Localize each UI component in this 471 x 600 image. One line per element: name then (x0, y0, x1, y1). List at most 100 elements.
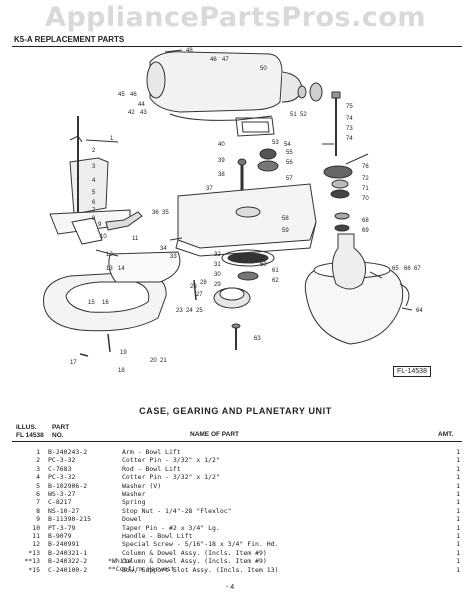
callout-label: 39 (218, 158, 225, 164)
callout-label: 46 (210, 57, 217, 63)
callout-label: 28 (200, 280, 207, 286)
callout-label: 60 (260, 262, 267, 268)
part-name-cell: Washer (V) (122, 481, 162, 490)
callout-label: 59 (282, 228, 289, 234)
part-name-cell: Cotter Pin - 3/32" x 1/2" (122, 456, 220, 465)
callout-label: 55 (286, 150, 293, 156)
callout-label: 11 (132, 236, 139, 242)
callout-label: 34 (160, 246, 167, 252)
note-harvest: **Confirm Harvest (108, 565, 175, 573)
illus-cell: 6 (36, 490, 40, 499)
watermark: AppliancePartsPros.com (44, 2, 427, 33)
part-name-cell: Spring (122, 498, 146, 507)
callout-label: 61 (272, 268, 279, 274)
illus-cell: 4 (36, 473, 40, 482)
callout-label: 36 (152, 210, 159, 216)
col-header-part-line2: NO. (52, 431, 64, 439)
callout-label: 74 (346, 136, 353, 142)
col-header-illus-line1: ILLUS. (16, 424, 37, 431)
callout-label: 10 (100, 234, 107, 240)
illus-cell: 7 (36, 498, 40, 507)
illus-cell: 10 (32, 523, 40, 532)
callout-label: 27 (196, 292, 203, 298)
callout-label: 44 (138, 102, 145, 108)
callout-label: 56 (286, 160, 293, 166)
callout-label: 43 (140, 110, 147, 116)
part-number-cell: C-7683 (48, 464, 72, 473)
callout-label: 51 (290, 112, 297, 118)
callout-label: 75 (346, 104, 353, 110)
callout-label: 12 (106, 252, 113, 258)
callout-label: 65 (392, 266, 399, 272)
callout-label: 14 (118, 266, 125, 272)
table-header-rule (12, 441, 462, 442)
illus-cell: *15 (28, 565, 40, 574)
part-number-cell: B-11390-215 (48, 515, 92, 524)
callout-label: 38 (218, 172, 225, 178)
callout-label: 9 (98, 222, 102, 228)
illus-cell: 12 (32, 540, 40, 549)
amount-cell: 1 (456, 523, 460, 532)
part-name-cell: Washer (122, 490, 146, 499)
callout-label: 18 (118, 368, 125, 374)
amount-cell: 1 (456, 456, 460, 465)
exploded-parts-diagram: 48 46 47 50 45 46 44 42 43 51 52 75 74 7… (43, 48, 423, 374)
callout-label: 45 (118, 92, 125, 98)
callout-label: 35 (162, 210, 169, 216)
callout-label: 31 (214, 262, 221, 268)
callout-label: 69 (362, 228, 369, 234)
callout-label: 4 (92, 178, 96, 184)
callout-label: 62 (272, 278, 279, 284)
part-number-cell: B-9079 (48, 532, 72, 541)
callout-label: 64 (416, 308, 423, 314)
part-name-cell: Column & Dowel Assy. (Incls. Item #9) (122, 557, 267, 566)
callout-label: 42 (128, 110, 135, 116)
callout-label: 7 (92, 208, 96, 214)
note-white: *White (108, 557, 132, 565)
callout-label: 15 (88, 300, 95, 306)
callout-label: 17 (70, 360, 77, 366)
part-name-cell: Arm - Bowl Lift (122, 448, 181, 456)
part-number-cell: PC-3-32 (48, 456, 76, 465)
callout-label: 30 (214, 272, 221, 278)
callout-label: 52 (300, 112, 307, 118)
part-number-cell: B-240322-2 (48, 557, 88, 566)
col-header-part-line1: PART (52, 424, 70, 431)
amount-cell: 1 (456, 481, 460, 490)
callout-label: 40 (218, 142, 225, 148)
amount-cell: 1 (456, 498, 460, 507)
callout-label: 2 (92, 148, 96, 154)
part-name-cell: Special Screw - 5/16"-18 x 3/4" Fin. Hd. (122, 540, 279, 549)
col-header-amt: AMT. (438, 431, 454, 438)
amount-cell: 1 (456, 532, 460, 541)
col-header-illus-line2: FL 14538 (16, 431, 44, 439)
part-number-cell: B-240243-2 (48, 448, 88, 456)
part-number-cell: C-8217 (48, 498, 72, 507)
figure-label: FL-14538 (393, 366, 431, 377)
part-name-cell: Dowel (122, 515, 142, 524)
callout-label: 19 (120, 350, 127, 356)
amount-cell: 1 (456, 448, 460, 456)
page-header: K5-A REPLACEMENT PARTS (14, 35, 125, 44)
callout-label: 8 (92, 216, 96, 222)
callout-label: 48 (186, 48, 193, 54)
callout-label: 46 (130, 92, 137, 98)
callout-label: 25 (196, 308, 203, 314)
part-number-cell: B-102906-2 (48, 481, 88, 490)
part-name-cell: Stop Nut - 1/4"-28 "Flexloc" (122, 506, 232, 515)
table-notes: *White **Confirm Harvest (108, 557, 175, 573)
callout-label: 1 (110, 136, 114, 142)
callout-label: 71 (362, 186, 369, 192)
part-name-cell: Taper Pin - #2 x 3/4" Lg. (122, 523, 220, 532)
page-number: - 4 (226, 584, 235, 591)
part-name-cell: Handle - Bowl Lift (122, 532, 193, 541)
